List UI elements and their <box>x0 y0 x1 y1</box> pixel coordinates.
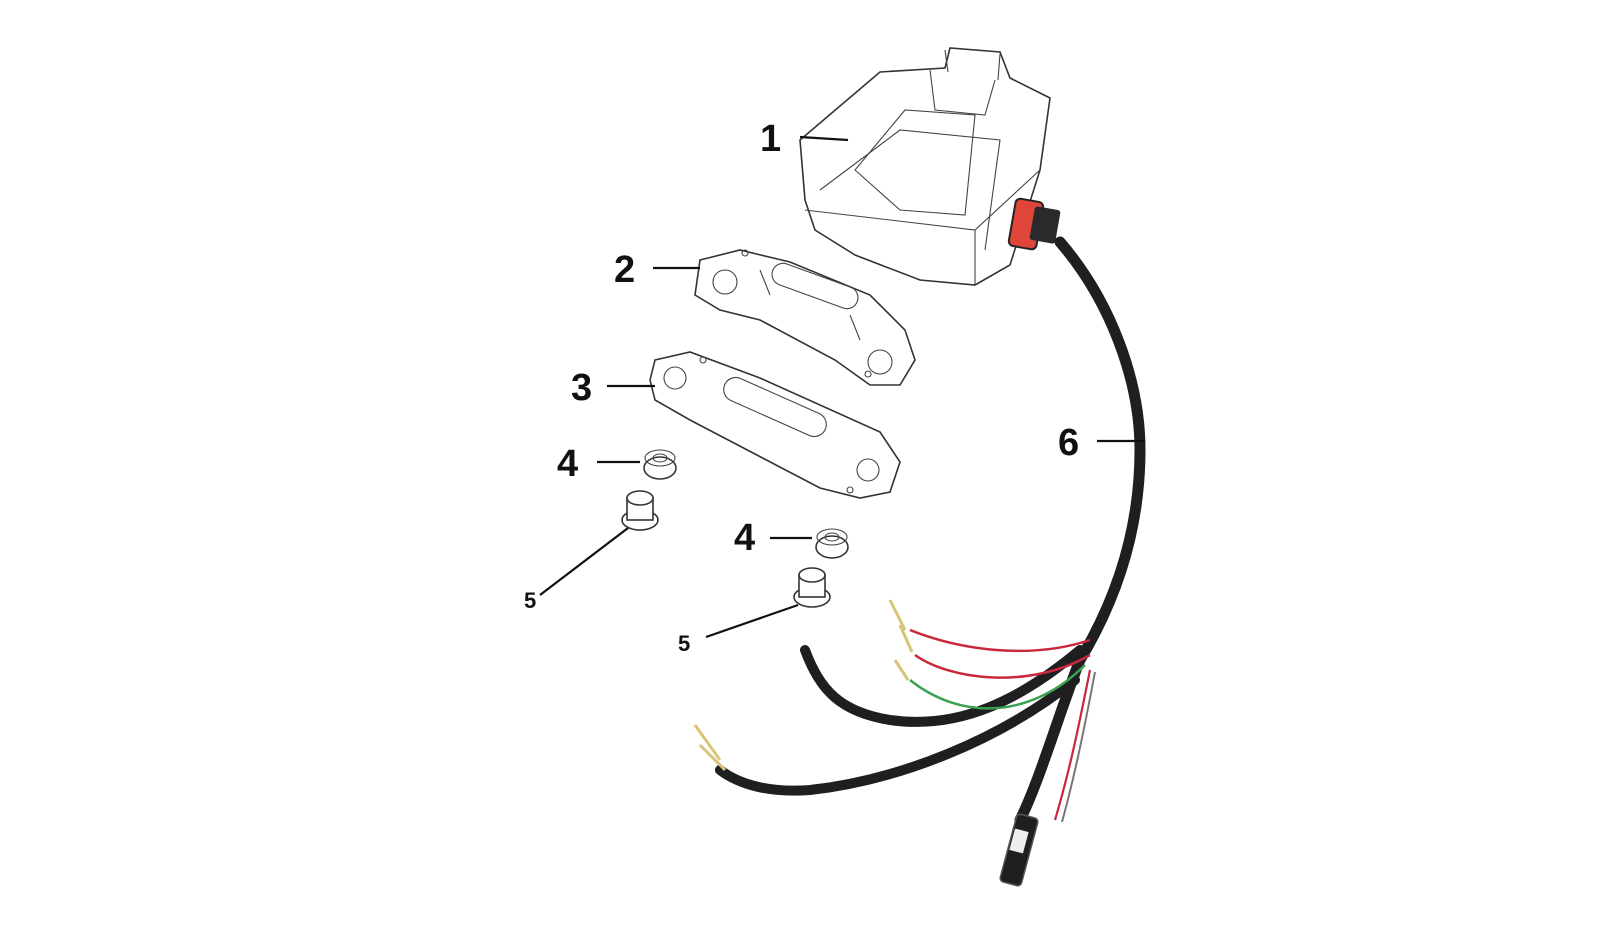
part-4-grommet-upper <box>643 449 677 480</box>
part-4-grommet-lower <box>815 528 849 559</box>
part-6-wiring-harness <box>693 197 1146 887</box>
part-5-spacer-lower <box>793 567 831 608</box>
callout-1: 1 <box>760 118 781 160</box>
callout-6: 6 <box>1058 422 1079 464</box>
callout-5-lower: 5 <box>678 631 690 656</box>
part-3-base-plate <box>649 351 901 499</box>
callout-3: 3 <box>571 367 592 409</box>
part-5-spacer-upper <box>621 490 659 531</box>
callout-5-upper: 5 <box>524 588 536 613</box>
leader-lines <box>539 135 1145 639</box>
callout-4-upper: 4 <box>557 443 578 485</box>
part-1-ecu-box <box>799 47 1051 286</box>
callout-4-lower: 4 <box>734 517 755 559</box>
callout-2: 2 <box>614 249 635 291</box>
part-2-bracket-plate <box>694 249 916 386</box>
